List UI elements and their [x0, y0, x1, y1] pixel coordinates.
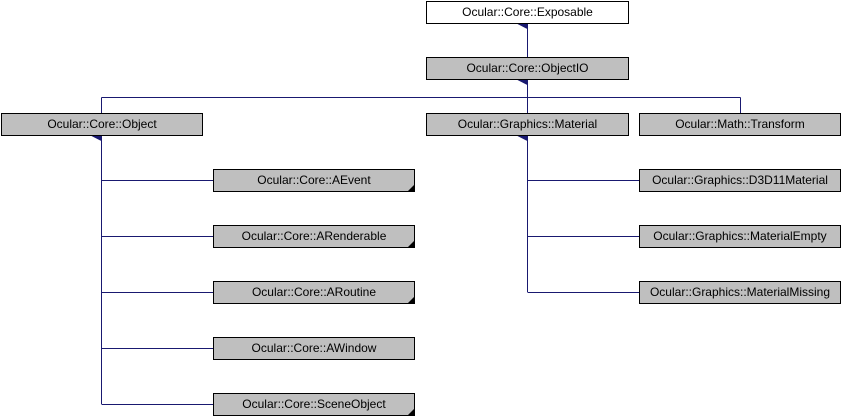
node-label: Ocular::Core::AEvent	[257, 173, 371, 187]
node-label: Ocular::Core::AWindow	[251, 341, 377, 355]
node-aroutine[interactable]: Ocular::Core::ARoutine	[213, 281, 415, 304]
node-label: Ocular::Core::ARoutine	[251, 285, 377, 299]
node-label: Ocular::Graphics::MaterialEmpty	[653, 229, 827, 243]
node-label: Ocular::Core::Object	[47, 117, 157, 131]
node-materialmissing[interactable]: Ocular::Graphics::MaterialMissing	[639, 281, 841, 304]
node-aevent[interactable]: Ocular::Core::AEvent	[213, 169, 415, 192]
node-label: Ocular::Core::ARenderable	[241, 229, 387, 243]
node-objectio[interactable]: Ocular::Core::ObjectIO	[426, 57, 629, 80]
node-awindow[interactable]: Ocular::Core::AWindow	[213, 337, 415, 360]
node-label: Ocular::Math::Transform	[675, 117, 805, 131]
node-sceneobject[interactable]: Ocular::Core::SceneObject	[213, 393, 415, 416]
node-label: Ocular::Core::ObjectIO	[466, 61, 589, 75]
node-d3d11material[interactable]: Ocular::Graphics::D3D11Material	[639, 169, 841, 192]
node-label: Ocular::Graphics::Material	[457, 117, 598, 131]
node-label: Ocular::Core::SceneObject	[242, 397, 386, 411]
node-label: Ocular::Graphics::MaterialMissing	[649, 285, 831, 299]
node-label: Ocular::Core::Exposable	[462, 5, 593, 19]
node-exposable: Ocular::Core::Exposable	[426, 1, 629, 24]
node-transform[interactable]: Ocular::Math::Transform	[639, 113, 841, 136]
node-arenderable[interactable]: Ocular::Core::ARenderable	[213, 225, 415, 248]
node-materialempty[interactable]: Ocular::Graphics::MaterialEmpty	[639, 225, 841, 248]
node-material[interactable]: Ocular::Graphics::Material	[426, 113, 629, 136]
node-object[interactable]: Ocular::Core::Object	[1, 113, 203, 136]
node-label: Ocular::Graphics::D3D11Material	[652, 173, 828, 187]
